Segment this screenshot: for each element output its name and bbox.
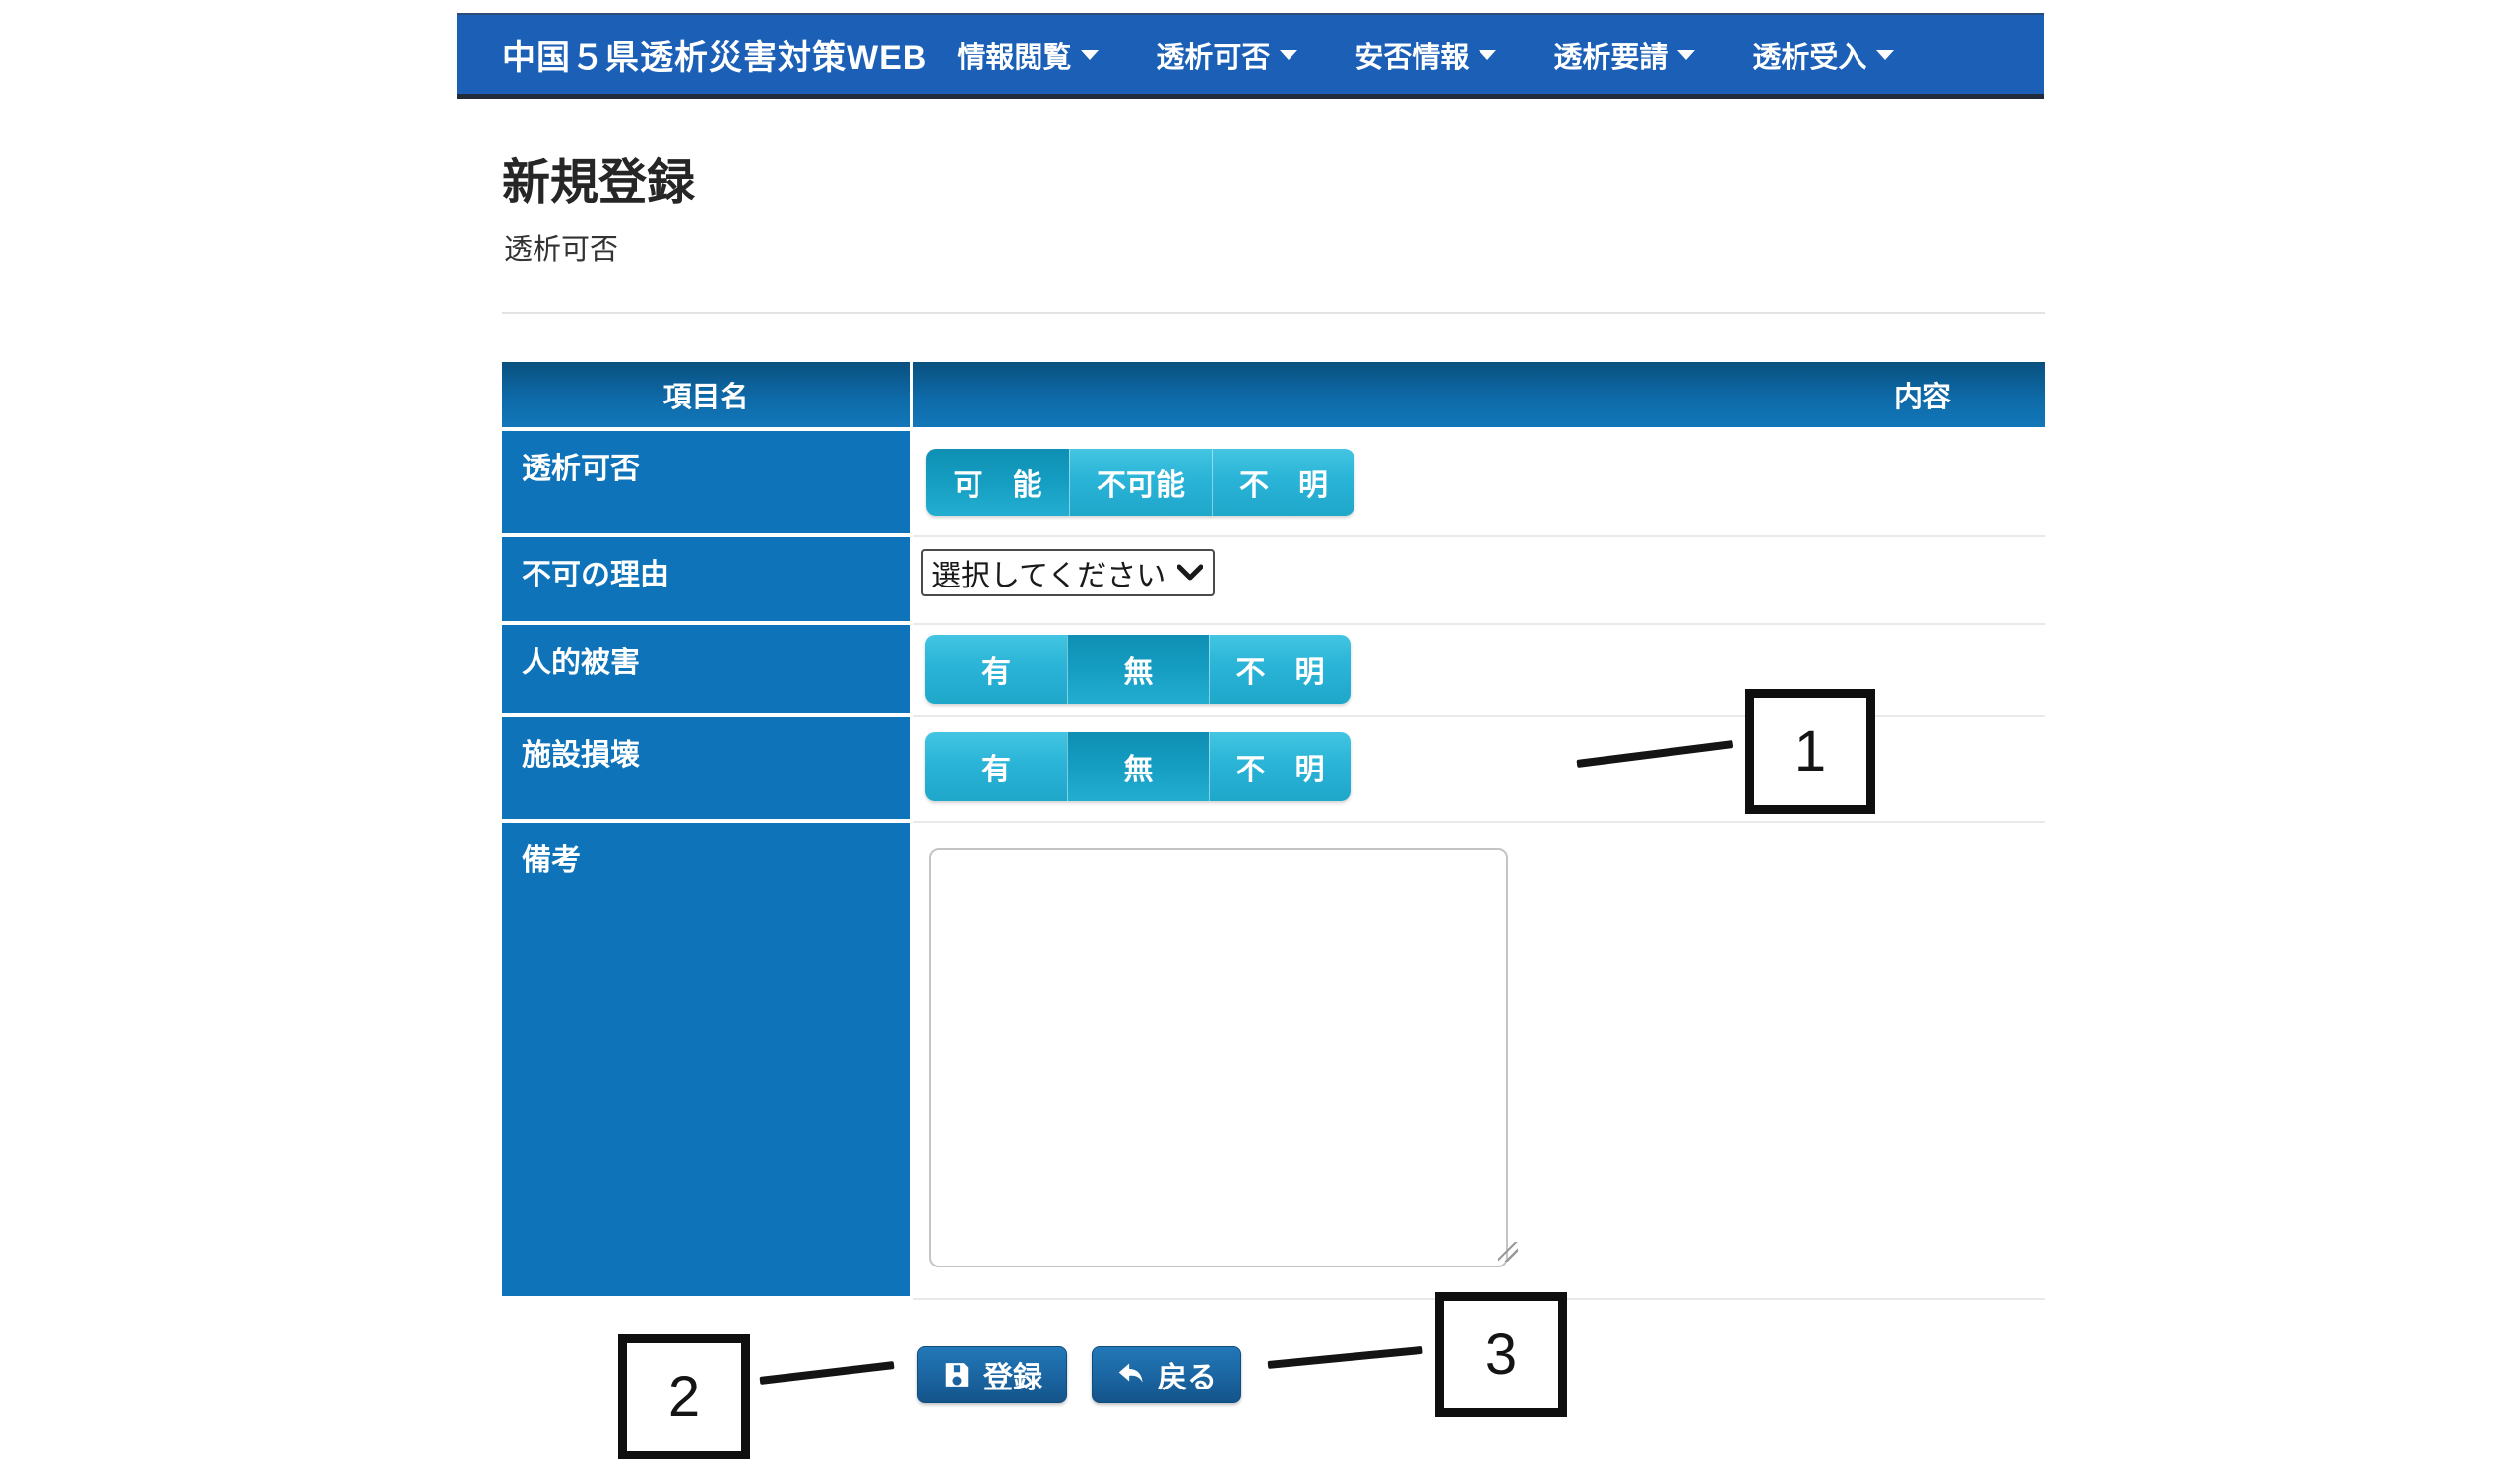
option-yes-button[interactable]: 有	[925, 635, 1067, 704]
row-content	[914, 823, 2045, 1300]
option-no-button[interactable]: 無	[1067, 732, 1209, 801]
back-button-label: 戻る	[1158, 1362, 1217, 1394]
annotation-line-2	[759, 1361, 895, 1385]
caret-down-icon	[1081, 49, 1100, 60]
option-no-button[interactable]: 無	[1067, 635, 1209, 704]
option-yes-button[interactable]: 有	[925, 732, 1067, 801]
navbar: 中国５県透析災害対策WEB 情報閲覧 透析可否 安否情報 透析要請 透析受入	[457, 13, 2044, 99]
row-label-reason: 不可の理由	[502, 537, 914, 625]
caret-down-icon	[1876, 49, 1895, 60]
row-content: 可 能 不可能 不 明	[914, 431, 2045, 537]
annotation-number: 1	[1794, 719, 1827, 783]
remarks-textarea[interactable]	[929, 848, 1508, 1267]
back-arrow-icon	[1118, 1363, 1143, 1383]
caret-down-icon	[1280, 49, 1298, 60]
option-impossible-button[interactable]: 不可能	[1069, 449, 1212, 516]
divider	[502, 312, 2045, 314]
row-content: 選択してください	[914, 537, 2045, 625]
row-label-remarks: 備考	[502, 823, 914, 1300]
row-label-facility-damage: 施設損壊	[502, 717, 914, 823]
option-possible-button[interactable]: 可 能	[926, 449, 1069, 516]
annotation-number: 2	[667, 1365, 701, 1429]
table-row: 備考	[502, 823, 2045, 1300]
table-header-row: 項目名 内容	[502, 362, 2045, 431]
form-table: 項目名 内容 透析可否 可 能 不可能 不 明 不可の理由 選択してください	[502, 362, 2045, 1300]
caret-down-icon	[1479, 49, 1497, 60]
table-row: 人的被害 有 無 不 明	[502, 625, 2045, 717]
save-button-label: 登録	[983, 1362, 1042, 1394]
nav-item-toseki-kahi[interactable]: 透析可否	[1156, 34, 1298, 76]
nav-item-label: 透析受入	[1752, 41, 1867, 74]
nav-item-label: 透析可否	[1156, 41, 1271, 74]
row-label-dialysis-availability: 透析可否	[502, 431, 914, 537]
save-button[interactable]: 登録	[917, 1346, 1067, 1403]
facility-damage-segment: 有 無 不 明	[925, 732, 1351, 801]
reason-select-value: 選択してください	[931, 560, 1166, 592]
app-brand: 中国５県透析災害対策WEB	[502, 39, 928, 77]
floppy-disk-icon	[945, 1363, 969, 1387]
annotation-box-1: 1	[1745, 689, 1875, 814]
table-row: 透析可否 可 能 不可能 不 明	[502, 431, 2045, 537]
nav-item-label: 情報閲覧	[957, 41, 1072, 74]
option-unknown-button[interactable]: 不 明	[1209, 635, 1351, 704]
option-unknown-button[interactable]: 不 明	[1209, 732, 1351, 801]
nav-item-toseki-yosei[interactable]: 透析要請	[1553, 34, 1696, 76]
annotation-box-2: 2	[618, 1334, 750, 1459]
action-bar: 登録 戻る	[917, 1346, 1241, 1403]
row-content: 有 無 不 明	[914, 625, 2045, 717]
annotation-line-3	[1267, 1345, 1423, 1369]
row-label-human-damage: 人的被害	[502, 625, 914, 717]
back-button[interactable]: 戻る	[1092, 1346, 1241, 1403]
page-subtitle: 透析可否	[504, 234, 619, 266]
human-damage-segment: 有 無 不 明	[925, 635, 1351, 704]
caret-down-icon	[1677, 49, 1696, 60]
nav-item-anpi-joho[interactable]: 安否情報	[1354, 34, 1497, 76]
column-header-item: 項目名	[502, 362, 914, 431]
dialysis-availability-segment: 可 能 不可能 不 明	[926, 449, 1354, 516]
nav-item-label: 安否情報	[1354, 41, 1470, 74]
page-title: 新規登録	[502, 156, 696, 210]
annotation-box-3: 3	[1435, 1292, 1567, 1417]
reason-select[interactable]: 選択してください	[921, 549, 1216, 596]
chevron-down-icon	[1177, 564, 1204, 581]
nav-item-toseki-ukeire[interactable]: 透析受入	[1752, 34, 1895, 76]
table-row: 不可の理由 選択してください	[502, 537, 2045, 625]
annotation-number: 3	[1484, 1323, 1518, 1387]
navbar-menu: 情報閲覧 透析可否 安否情報 透析要請 透析受入	[957, 34, 1895, 76]
nav-item-joho-etsuran[interactable]: 情報閲覧	[957, 34, 1100, 76]
nav-item-label: 透析要請	[1553, 41, 1669, 74]
option-unknown-button[interactable]: 不 明	[1212, 449, 1354, 516]
column-header-content: 内容	[914, 362, 2045, 431]
